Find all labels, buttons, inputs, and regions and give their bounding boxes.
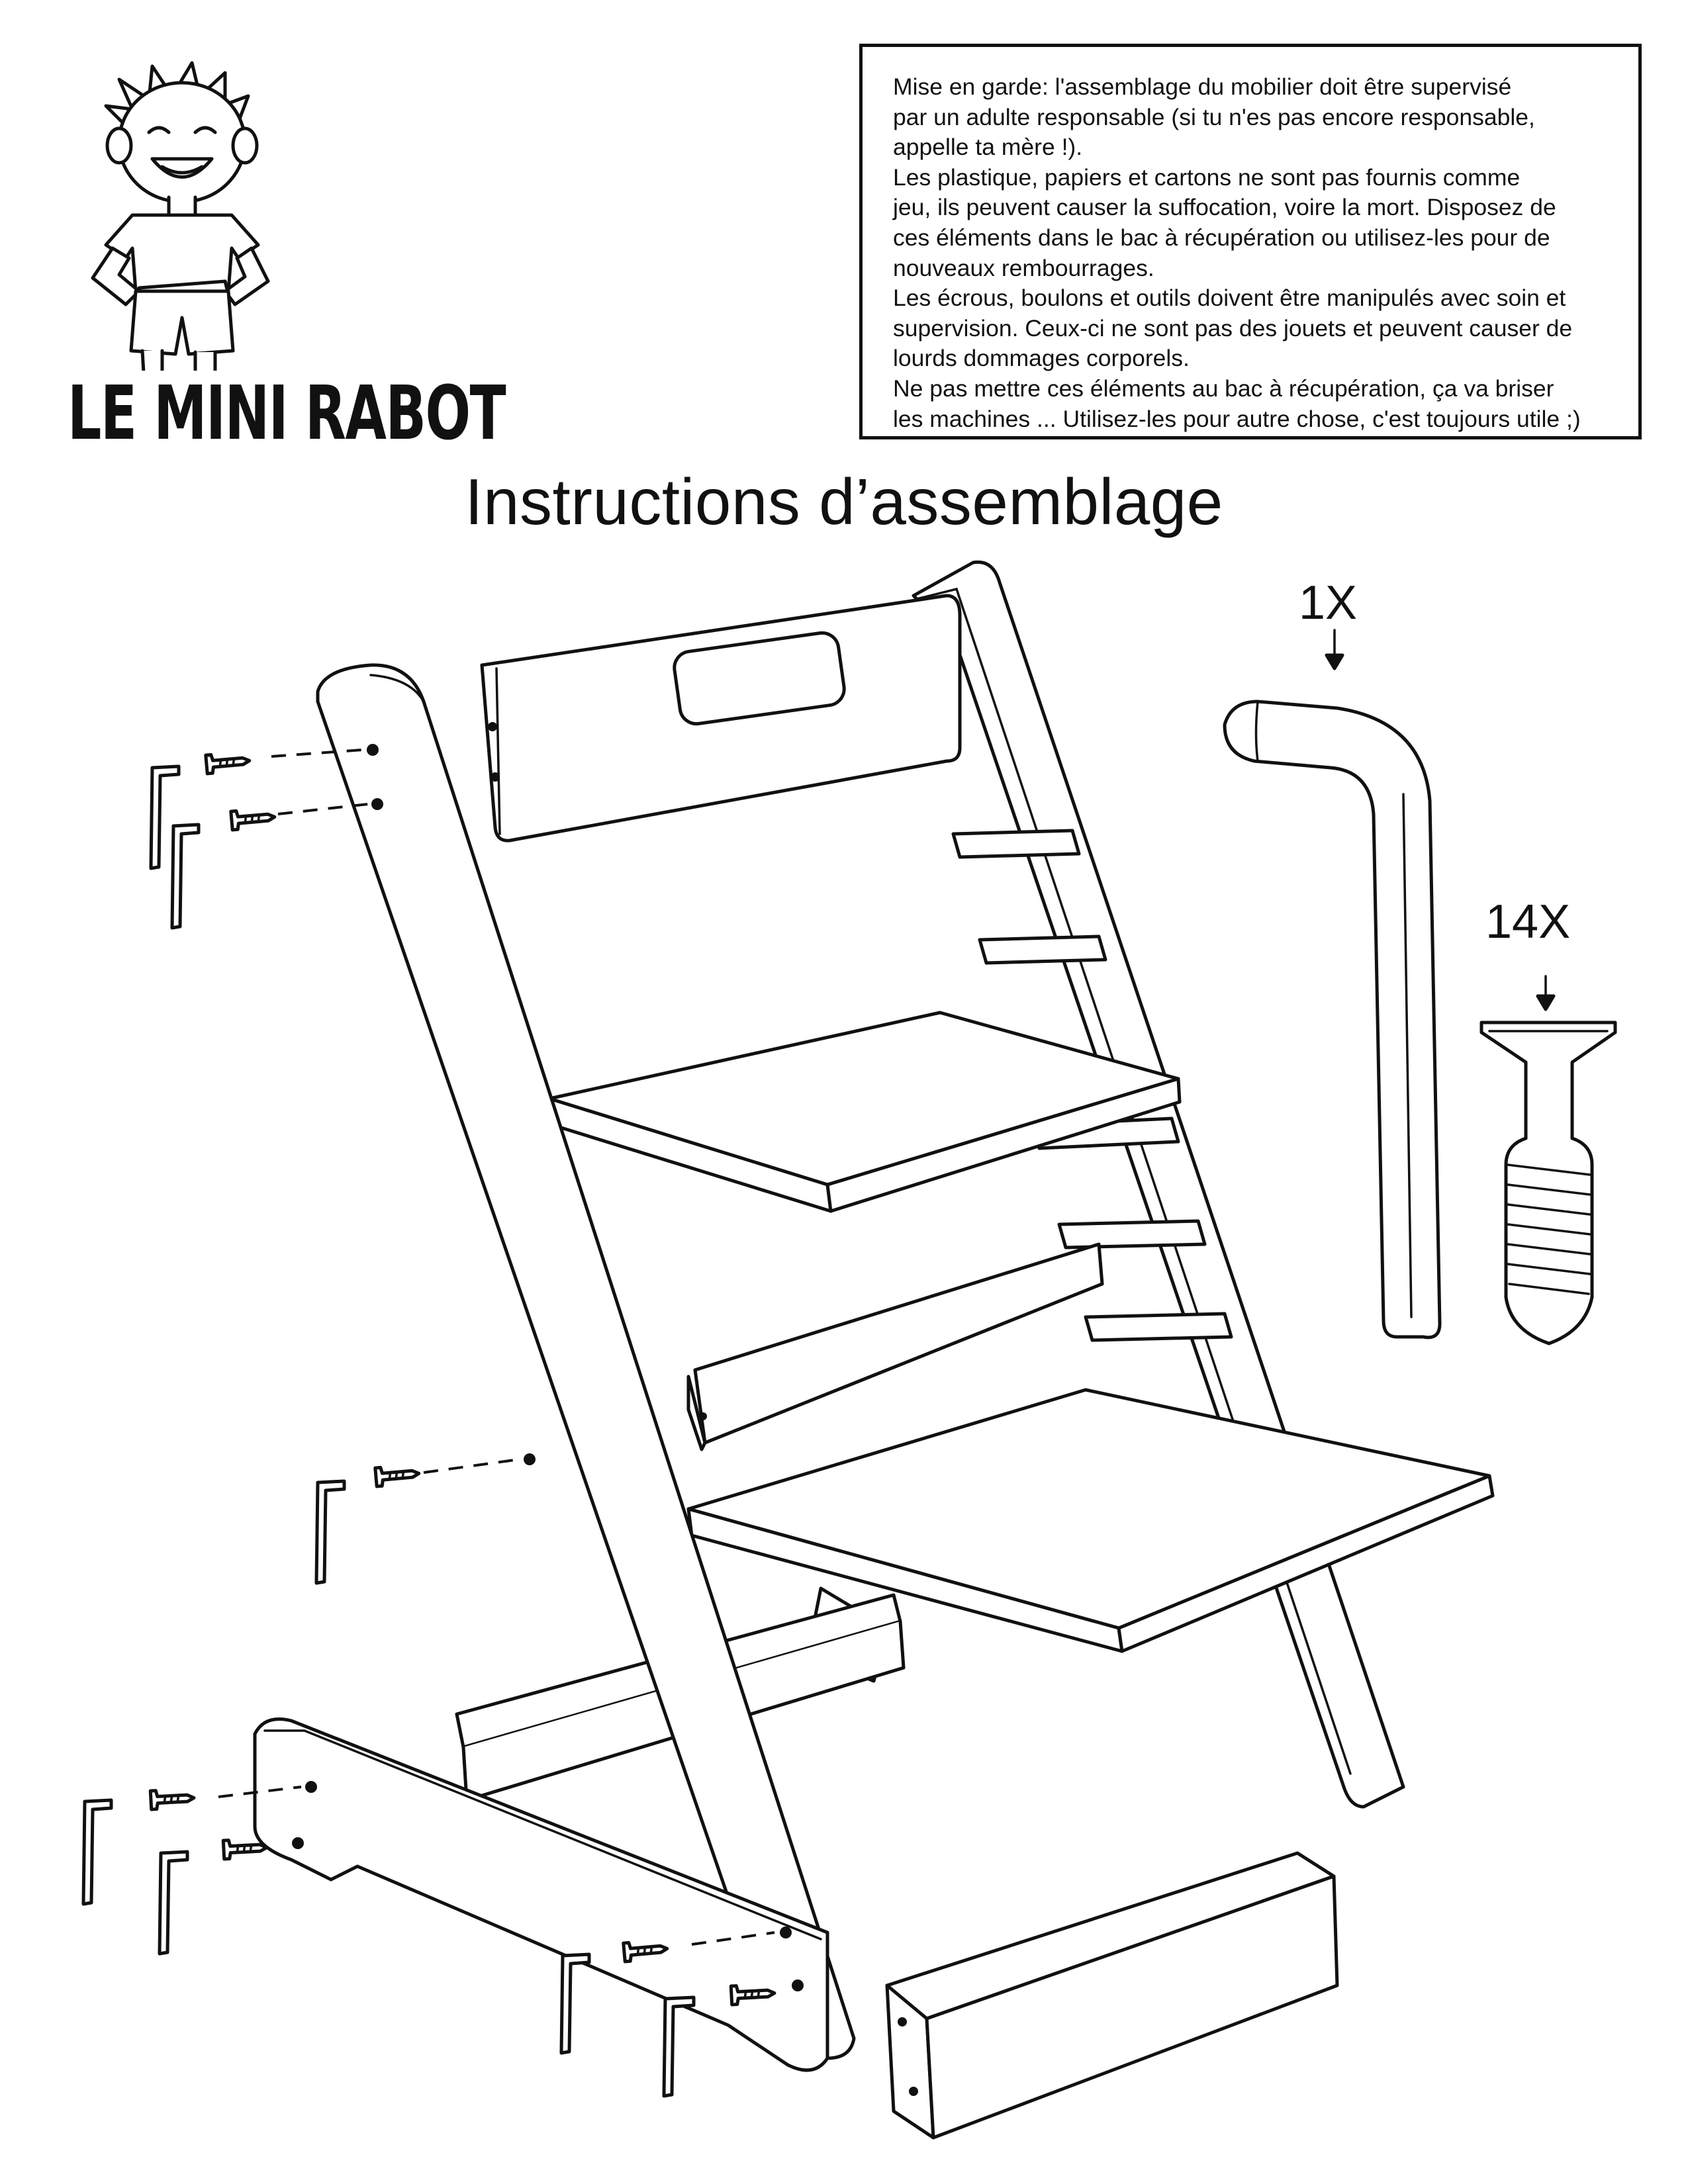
upper-seat-board bbox=[547, 1011, 1182, 1213]
left-base-foot bbox=[253, 1717, 829, 2072]
allen-key-icon bbox=[170, 823, 201, 930]
warning-line: supervision. Ceux-ci ne sont pas des jou… bbox=[893, 314, 1573, 341]
page-title: Instructions d’assemblage bbox=[465, 465, 1223, 538]
warning-line: Les écrous, boulons et outils doivent êt… bbox=[893, 285, 1566, 312]
warning-line: ces éléments dans le bac à récupération … bbox=[893, 224, 1550, 251]
front-rail bbox=[686, 1242, 1104, 1451]
screw-quantity: 14X bbox=[1485, 895, 1571, 948]
lower-seat-board bbox=[686, 1388, 1495, 1683]
backrest-board bbox=[480, 594, 962, 842]
warning-line: les machines ... Utilisez-les pour autre… bbox=[893, 405, 1581, 432]
warning-line: par un adulte responsable (si tu n'es pa… bbox=[893, 103, 1535, 130]
allen-key-icon-group bbox=[81, 764, 696, 2098]
warning-line: lourds dommages corporels. bbox=[893, 345, 1190, 372]
warning-line: Ne pas mettre ces éléments au bac à récu… bbox=[893, 375, 1554, 402]
warning-line: nouveaux rembourrages. bbox=[893, 254, 1154, 281]
screw-icon bbox=[221, 1839, 269, 1861]
brand-wordmark: LE MINI RABOT bbox=[68, 371, 506, 457]
boy-mascot-illustration bbox=[91, 61, 270, 402]
screw-icon bbox=[729, 1984, 776, 2007]
hex-key-part bbox=[1223, 629, 1442, 1340]
warning-line: Les plastique, papiers et cartons ne son… bbox=[893, 163, 1521, 191]
allen-key-icon bbox=[314, 1479, 346, 1585]
screw-icon bbox=[204, 752, 252, 776]
screw-icon bbox=[229, 809, 277, 832]
front-crossbar bbox=[885, 1851, 1339, 2140]
screw-icon bbox=[148, 1789, 196, 1811]
allen-key-icon bbox=[662, 1995, 696, 2098]
warning-line: jeu, ils peuvent causer la suffocation, … bbox=[893, 194, 1556, 221]
allen-key-icon bbox=[158, 1850, 189, 1956]
allen-key-icon bbox=[81, 1798, 113, 1906]
hex-key-quantity: 1X bbox=[1299, 576, 1358, 629]
screw-part bbox=[1479, 975, 1617, 1345]
allen-key-icon bbox=[1223, 700, 1442, 1340]
safety-warning-box: Mise en garde: l'assemblage du mobilier … bbox=[859, 44, 1642, 439]
allen-key-icon bbox=[149, 764, 181, 870]
allen-key-icon bbox=[559, 1952, 591, 2055]
warning-line: Mise en garde: l'assemblage du mobilier … bbox=[893, 73, 1512, 100]
screw-icon bbox=[373, 1465, 421, 1488]
screw-icon bbox=[622, 1940, 669, 1964]
side-rungs bbox=[951, 829, 1233, 1342]
screw-icon-group bbox=[148, 752, 776, 2007]
screw-icon bbox=[1479, 1021, 1617, 1345]
left-side-panel bbox=[316, 663, 856, 2060]
screw-guide-lines bbox=[218, 749, 775, 1946]
brand-logo: LE MINI RABOT bbox=[26, 26, 506, 457]
warning-line: appelle ta mère !). bbox=[893, 134, 1083, 161]
